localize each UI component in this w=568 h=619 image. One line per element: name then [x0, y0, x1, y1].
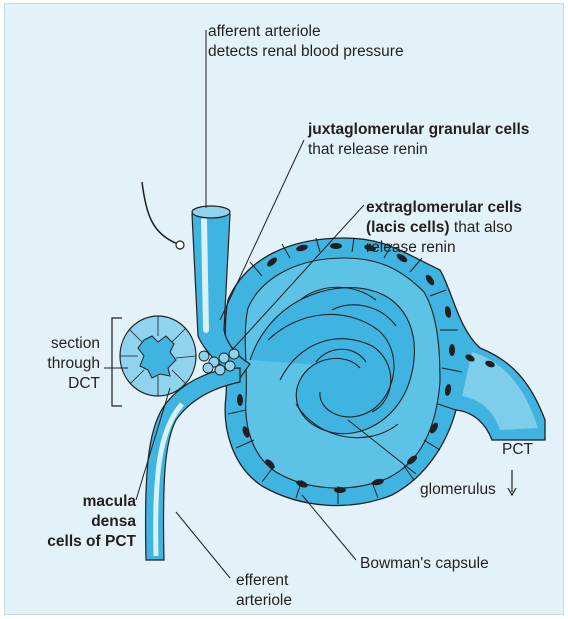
afferent-nerve-fiber — [142, 182, 178, 244]
efferent-label: efferent arteriole — [236, 571, 292, 611]
afferent-arteriole-opening — [192, 206, 230, 218]
macula-densa-label: macula densa cells of PCT — [30, 492, 136, 552]
nerve-ending — [176, 241, 184, 249]
afferent-arteriole-highlight — [204, 220, 206, 330]
dct-section-label: section through DCT — [40, 334, 100, 394]
juxtaglomerular-label: juxtaglomerular granular cells that rele… — [308, 120, 529, 160]
pct-label: PCT — [502, 440, 533, 460]
afferent-label: afferent arteriole detects renal blood p… — [208, 22, 404, 62]
glomerulus-label: glomerulus — [420, 480, 496, 500]
bowmans-capsule-label: Bowman's capsule — [360, 554, 489, 574]
extraglomerular-label: extraglomerular cells (lacis cells) that… — [366, 198, 522, 258]
